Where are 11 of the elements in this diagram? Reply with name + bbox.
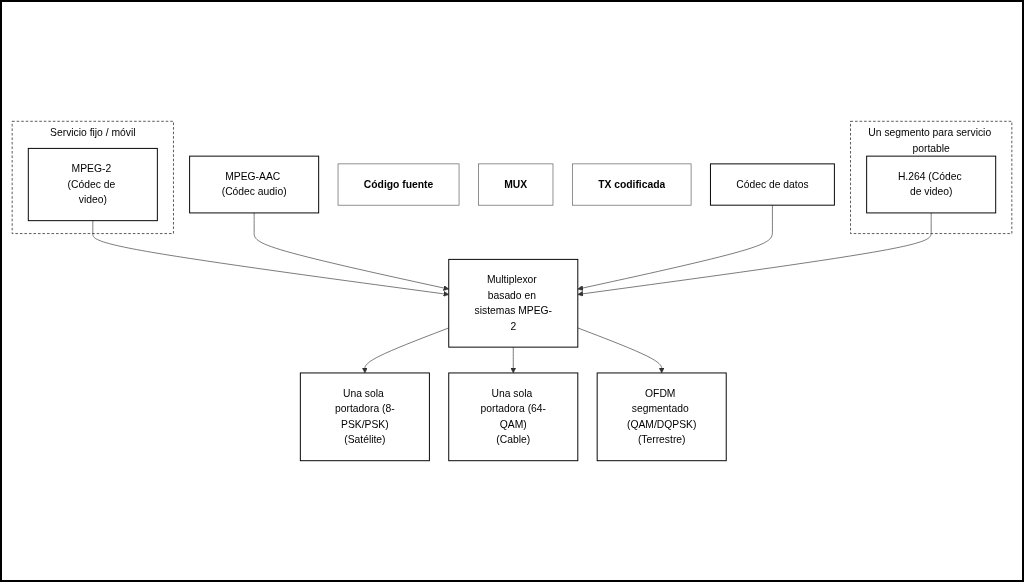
- node-box: MUX: [478, 163, 554, 206]
- node-box: Una sola portadora (8-PSK/PSK) (Satélite): [299, 372, 430, 462]
- node-box: OFDM segmentado (QAM/DQPSK) (Terrestre): [596, 372, 727, 462]
- node-box: Códec de datos: [709, 163, 835, 206]
- node-box: MPEG-2 (Códec de video): [27, 147, 158, 222]
- node-box: Multiplexor basado en sistemas MPEG-2: [448, 258, 579, 348]
- node-box: TX codificada: [572, 163, 692, 206]
- node-box: MPEG-AAC (Códec audio): [189, 155, 320, 214]
- node-box: Una sola portadora (64-QAM) (Cable): [448, 372, 579, 462]
- node-box: Código fuente: [337, 163, 460, 206]
- node-box: H.264 (Códec de video): [866, 155, 997, 214]
